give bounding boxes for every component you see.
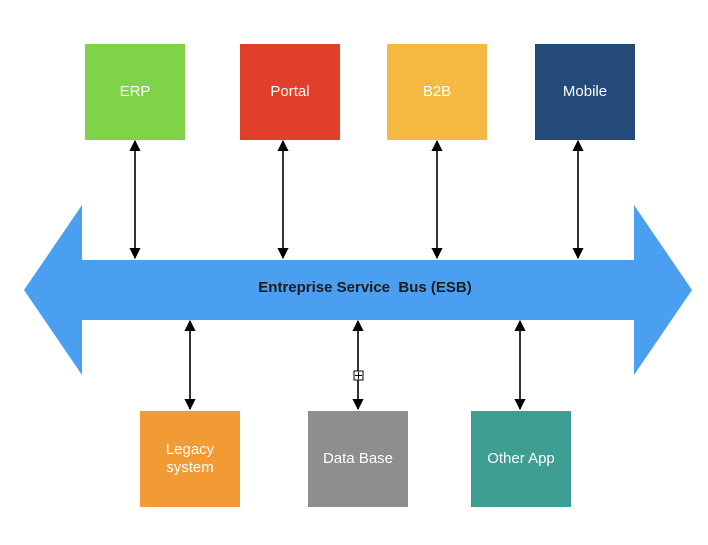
node-database-label: Data Base: [322, 450, 394, 467]
node-mobile-label: Mobile: [562, 83, 608, 100]
node-erp[interactable]: ERP: [85, 44, 185, 140]
node-legacy-system[interactable]: Legacy system: [140, 411, 240, 507]
node-mobile[interactable]: Mobile: [535, 44, 635, 140]
node-portal-label: Portal: [270, 83, 310, 100]
node-other-app[interactable]: Other App: [471, 411, 571, 507]
node-portal[interactable]: Portal: [240, 44, 340, 140]
node-erp-label: ERP: [119, 83, 151, 100]
node-legacy-system-label: Legacy system: [165, 441, 215, 476]
node-other-app-label: Other App: [487, 450, 555, 467]
move-handle-icon[interactable]: [353, 370, 364, 381]
node-b2b[interactable]: B2B: [387, 44, 487, 140]
esb-bus-label: Entreprise Service Bus (ESB): [258, 279, 472, 296]
esb-bus-arrow: [24, 205, 692, 375]
node-database[interactable]: Data Base: [308, 411, 408, 507]
node-b2b-label: B2B: [422, 83, 452, 100]
